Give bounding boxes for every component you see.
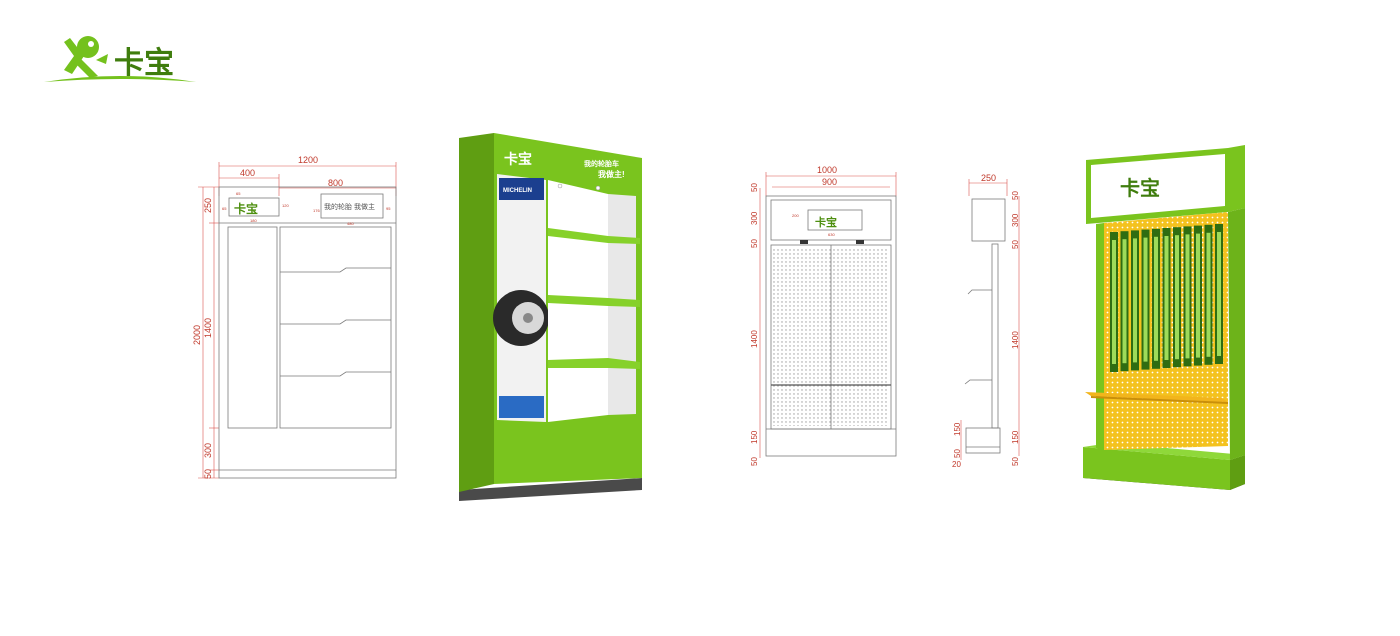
dim-side-r3: 50 [1011,240,1020,249]
render1-logo: 卡宝 [504,151,532,167]
technical-drawing-left: 1200 400 800 2000 250 1400 300 50 卡宝 我的轮… [192,155,397,479]
dim-small-2: 120 [282,203,289,208]
dim-front-width-inner: 900 [822,177,837,187]
wiper-blade [1154,236,1158,361]
wiper-blade [1112,240,1116,364]
wiper-blade [1206,232,1211,357]
drawing-front-sign-logo: 卡宝 [815,215,837,229]
dim-height-total: 2000 [192,325,202,345]
logo-swoosh [44,76,196,82]
wiper-blade [1143,237,1148,362]
dim-width-total: 1200 [298,155,318,165]
logo-mascot-head [77,36,99,58]
dim-small-6: 95 [386,206,391,211]
dim-front-2: 300 [750,211,759,225]
dim-side-l1: 150 [953,422,962,436]
wiper-blade [1185,234,1190,359]
dim-height-header: 250 [203,198,213,213]
drawing-sign-logo: 卡宝 [234,201,258,216]
dim-side-r5: 150 [1011,430,1020,444]
render-wiper-display: 卡宝 [1083,145,1245,490]
drawing-sign-slogan: 我的轮胎 我做主 [324,202,375,211]
dim-small-7: 65 [222,206,227,211]
dim-small-5: 480 [347,221,354,226]
dim-front-4: 1400 [750,330,759,348]
render2-logo: 卡宝 [1120,176,1160,200]
dim-front-6: 50 [750,457,759,466]
wiper-blade [1133,238,1137,363]
dim-side-r2: 300 [1011,213,1020,227]
dim-front-1: 50 [750,183,759,192]
render1-shelf-1 [548,228,640,244]
dim-front-small-1: 200 [792,213,799,218]
render2-shelf [1085,392,1228,402]
dim-height-base: 300 [203,443,213,458]
wiper-blades [1110,224,1223,372]
dim-small-1: 65 [236,191,241,196]
logo-text: 卡宝 [114,46,174,81]
logo-mascot-arm [64,38,84,74]
render1-slogan-2: 我做主! [598,169,625,179]
render2-plinth [1083,447,1230,490]
render1-slogan-1: 我的轮胎车 [584,159,619,168]
dim-small-3: 180 [250,218,257,223]
dim-side-r6: 50 [1011,457,1020,466]
render-tire-display: 卡宝 我的轮胎车 我做主! MICHELIN [459,133,642,501]
dim-front-5: 150 [750,430,759,444]
wiper-blade [1217,232,1221,356]
render1-side [459,133,494,492]
dim-side-width: 250 [981,173,996,183]
brand-logo: 卡宝 [44,36,196,82]
dim-side-l2: 50 [953,449,962,458]
render1-base [459,478,642,501]
dim-side-l3: 20 [952,460,961,469]
dim-front-3: 50 [750,239,759,248]
dim-height-body: 1400 [203,318,213,338]
dim-width-right: 800 [328,178,343,188]
wiper-blade [1196,233,1200,358]
dim-width-left: 400 [240,168,255,178]
front-pegboard [773,248,889,426]
dim-side-r1: 50 [1011,191,1020,200]
dim-front-width-total: 1000 [817,165,837,175]
technical-drawing-front: 1000 900 50 300 50 1400 150 50 卡宝 200 63… [750,165,897,466]
wiper-blade [1175,235,1179,360]
render1-shelf-3 [548,358,640,369]
dim-small-4: 176 [313,208,320,213]
michelin-label: MICHELIN [503,188,532,194]
wiper-blade [1122,239,1127,364]
wiper-blade [1164,236,1169,360]
technical-drawing-side: 250 50 300 50 1400 150 50 150 50 20 [952,173,1020,469]
dim-height-foot: 50 [203,469,213,479]
render1-shelf-2 [548,295,640,307]
michelin-banner [499,178,544,200]
dim-side-r4: 1400 [1011,331,1020,349]
dim-front-small-2: 630 [828,232,835,237]
